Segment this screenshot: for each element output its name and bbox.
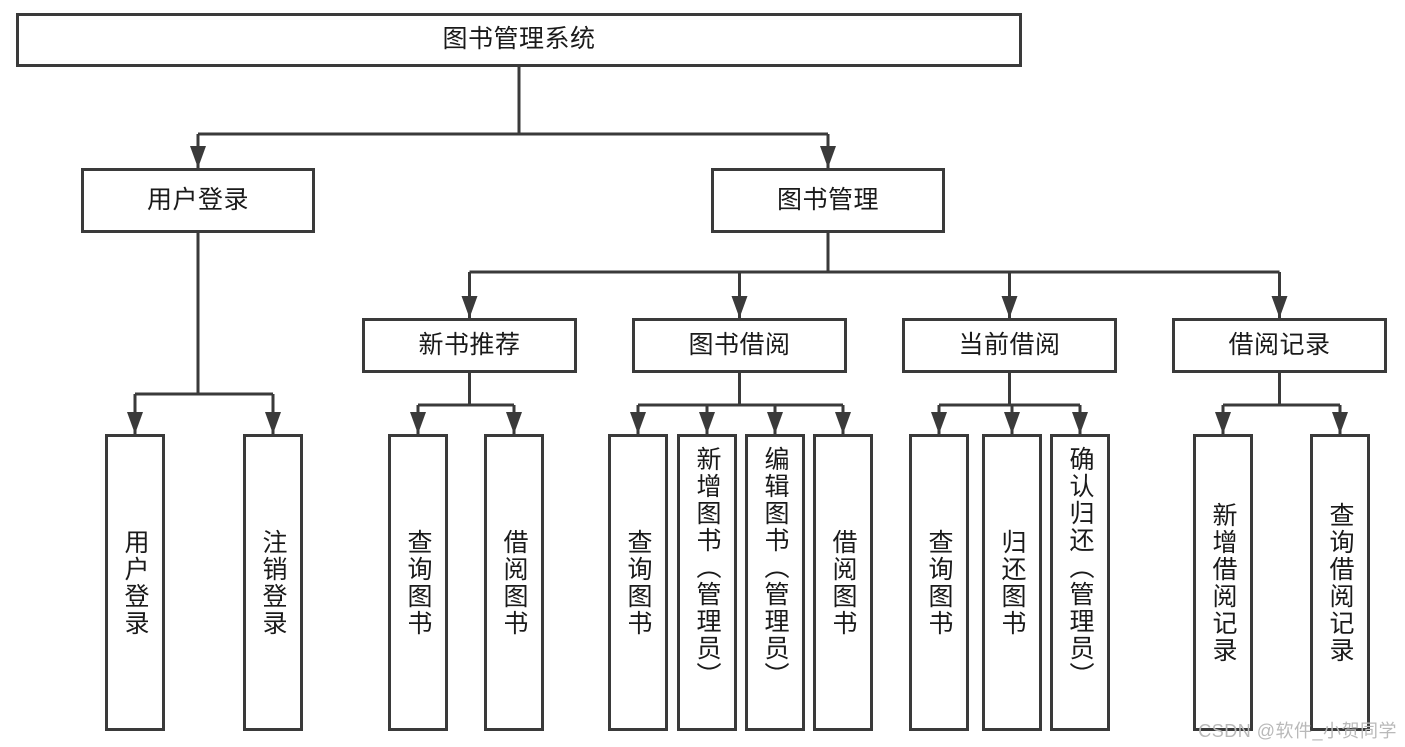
arrowhead — [931, 412, 947, 434]
node-current[interactable]: 当前借阅 — [902, 318, 1117, 373]
node-leaf-add[interactable]: 新增图书（管理员） — [677, 434, 737, 731]
arrowhead — [820, 146, 836, 168]
node-root[interactable]: 图书管理系统 — [16, 13, 1022, 67]
arrowhead — [1332, 412, 1348, 434]
arrowhead — [190, 146, 206, 168]
node-label: 归还图书 — [998, 528, 1026, 637]
node-label: 新书推荐 — [418, 330, 521, 359]
node-label: 用户登录 — [121, 528, 149, 637]
node-leaf-queryrec[interactable]: 查询借阅记录 — [1310, 434, 1370, 731]
node-leaf-addrec[interactable]: 新增借阅记录 — [1193, 434, 1253, 731]
node-label: 图书管理系统 — [442, 25, 596, 54]
arrowhead — [767, 412, 783, 434]
node-label: 图书管理 — [776, 185, 879, 214]
arrowhead — [127, 412, 143, 434]
node-leaf-logout[interactable]: 注销登录 — [243, 434, 303, 731]
node-label: 查询图书 — [624, 528, 652, 637]
node-label: 查询图书 — [925, 528, 953, 637]
node-label: 注销登录 — [259, 528, 287, 637]
node-label: 当前借阅 — [958, 330, 1061, 359]
node-records[interactable]: 借阅记录 — [1172, 318, 1387, 373]
node-leaf-borrow1[interactable]: 借阅图书 — [484, 434, 544, 731]
node-leaf-login[interactable]: 用户登录 — [105, 434, 165, 731]
arrowhead — [1004, 412, 1020, 434]
node-label: 借阅图书 — [500, 528, 528, 637]
node-label: 确认归还（管理员） — [1066, 446, 1094, 689]
node-label: 查询借阅记录 — [1326, 501, 1354, 664]
arrowhead — [410, 412, 426, 434]
node-leaf-confirm[interactable]: 确认归还（管理员） — [1050, 434, 1110, 731]
node-login[interactable]: 用户登录 — [81, 168, 315, 233]
arrowhead — [1271, 296, 1288, 318]
node-label: 借阅记录 — [1228, 330, 1331, 359]
node-label: 查询图书 — [404, 528, 432, 637]
node-leaf-query2[interactable]: 查询图书 — [608, 434, 668, 731]
node-label: 编辑图书（管理员） — [761, 446, 789, 689]
node-borrow[interactable]: 图书借阅 — [632, 318, 847, 373]
node-label: 新增图书（管理员） — [693, 446, 721, 689]
node-leaf-query1[interactable]: 查询图书 — [388, 434, 448, 731]
arrowhead — [699, 412, 715, 434]
arrowhead — [1001, 296, 1018, 318]
node-newbook[interactable]: 新书推荐 — [362, 318, 577, 373]
node-leaf-return[interactable]: 归还图书 — [982, 434, 1042, 731]
arrowhead — [1215, 412, 1231, 434]
arrowhead — [835, 412, 851, 434]
node-label: 借阅图书 — [829, 528, 857, 637]
arrowhead — [731, 296, 748, 318]
arrowhead — [461, 296, 478, 318]
node-label: 新增借阅记录 — [1209, 501, 1237, 664]
node-label: 用户登录 — [146, 185, 249, 214]
arrowhead — [265, 412, 281, 434]
node-bookmgmt[interactable]: 图书管理 — [711, 168, 945, 233]
node-leaf-borrow2[interactable]: 借阅图书 — [813, 434, 873, 731]
node-leaf-query3[interactable]: 查询图书 — [909, 434, 969, 731]
arrowhead — [630, 412, 646, 434]
node-leaf-edit[interactable]: 编辑图书（管理员） — [745, 434, 805, 731]
arrowhead — [1072, 412, 1088, 434]
node-label: 图书借阅 — [688, 330, 791, 359]
arrowhead — [506, 412, 522, 434]
